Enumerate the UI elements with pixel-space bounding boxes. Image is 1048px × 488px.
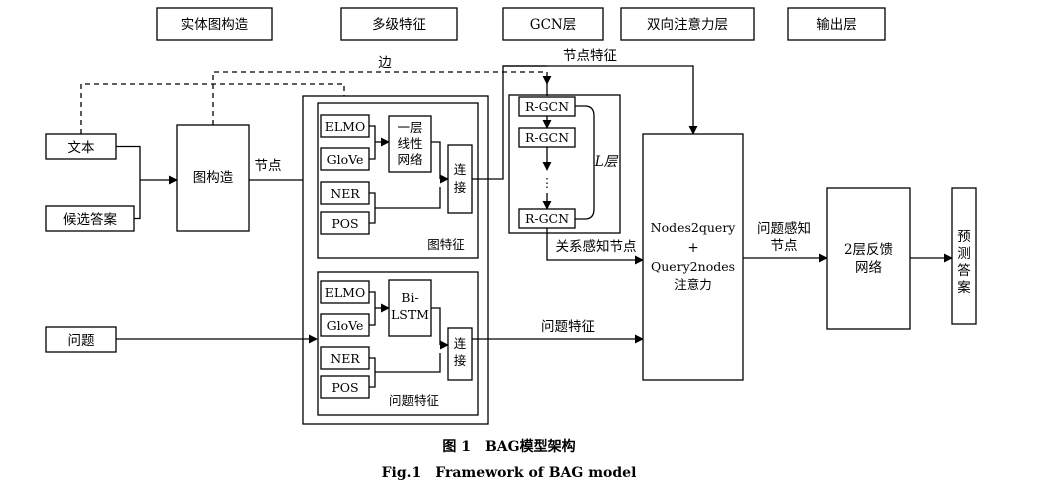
attention-line-4: 注意力 [674, 277, 712, 292]
attention-box [642, 133, 744, 381]
graph-builder-label: 图构造 [193, 170, 234, 186]
edge-label: 边 [378, 55, 392, 71]
question-concat-line-1: 连 [454, 336, 467, 351]
linear-line-1: 一层 [397, 120, 422, 135]
bilstm-to-concat-line [431, 307, 441, 345]
dashed-edge-line-b [212, 71, 552, 125]
rgcn-layer-2-label: R-GCN [525, 130, 569, 145]
caption-chinese: 图 1 BAG模型架构 [442, 438, 575, 455]
input-question-box [45, 326, 117, 353]
graph-pos-label: POS [331, 216, 358, 231]
header-box-entity-graph [156, 7, 273, 41]
graph-elmo-label: ELMO [325, 119, 365, 134]
bilstm-line-2: LSTM [391, 307, 429, 322]
rgcn-layer-1-label: R-GCN [525, 99, 569, 114]
header-box-gcn [502, 7, 604, 41]
node-features-label: 节点特征 [563, 48, 617, 64]
input-text-label: 文本 [68, 140, 95, 156]
prediction-box [951, 187, 977, 325]
header-output-layer: 输出层 [816, 17, 857, 33]
feedback-line-1: 2层反馈 [844, 242, 893, 258]
gcn-loop-bracket [575, 105, 595, 220]
merge-line-inputs [116, 145, 141, 220]
header-multilevel-features: 多级特征 [372, 16, 426, 33]
header-box-output [787, 7, 886, 41]
relation-nodes-label: 关系感知节点 [556, 238, 637, 255]
question-elmo-label: ELMO [325, 285, 365, 300]
linear-line-2: 线性 [397, 136, 422, 151]
question-ner-label: NER [330, 351, 360, 366]
header-box-multilevel [340, 7, 458, 41]
bilstm-box [388, 279, 432, 337]
question-concat-box [447, 327, 473, 381]
feedback-network-box [826, 187, 911, 330]
header-bi-attention: 双向注意力层 [647, 16, 728, 33]
graph-ner-label: NER [330, 186, 360, 201]
bilstm-line-1: Bi- [401, 290, 418, 305]
input-candidates-label: 候选答案 [63, 211, 117, 228]
graph-concat-box [447, 144, 473, 214]
prediction-char-1: 预 [957, 229, 971, 245]
question-concat-line-2: 接 [454, 353, 467, 368]
question-aware-label-2: 节点 [771, 238, 798, 254]
question-glove-label: GloVe [327, 318, 364, 333]
graph-concat-line-2: 接 [454, 180, 467, 195]
gcn-ellipsis: ⋮ [541, 175, 554, 190]
header-entity-graph: 实体图构造 [181, 17, 249, 33]
question-features-label: 问题特征 [541, 319, 595, 335]
tags-to-concat-line [375, 187, 441, 209]
input-question-label: 问题 [68, 333, 95, 349]
feedback-line-2: 网络 [855, 260, 883, 276]
prediction-char-2: 测 [957, 246, 971, 262]
input-candidates-box [45, 205, 135, 232]
gcn-layers-label: L层 [594, 154, 619, 170]
linear-to-concat-line [431, 141, 441, 179]
input-text-box [45, 133, 117, 160]
attention-line-2: + [687, 240, 698, 256]
question-pos-label: POS [331, 380, 358, 395]
graph-features-title: 图特征 [427, 237, 465, 252]
question-aware-label-1: 问题感知 [757, 220, 811, 237]
graph-concat-line-1: 连 [454, 162, 467, 177]
rgcn-layer-n-label: R-GCN [525, 211, 569, 226]
gcn-block: R-GCN R-GCN ⋮ R-GCN L层 [508, 84, 621, 234]
qtags-to-concat-line [375, 353, 441, 373]
question-features-title: 问题特征 [389, 393, 440, 408]
relation-nodes-line [546, 228, 644, 265]
header-row: 实体图构造 多级特征 GCN层 双向注意力层 输出层 [156, 7, 886, 41]
graph-features-panel: ELMO GloVe 一层 线性 网络 NER POS 连 接 图特征 [317, 102, 479, 259]
linear-line-3: 网络 [397, 152, 423, 167]
linear-network-box [388, 115, 432, 173]
header-gcn-layer: GCN层 [530, 17, 576, 33]
prediction-char-3: 答 [957, 262, 971, 279]
header-box-attention [620, 7, 755, 41]
question-features-panel: ELMO GloVe Bi- LSTM NER POS 连 接 问题特征 [317, 271, 479, 416]
attention-line-1: Nodes2query [651, 220, 737, 235]
attention-line-3: Query2nodes [651, 259, 735, 274]
node-label: 节点 [255, 158, 282, 174]
prediction-char-4: 案 [957, 279, 971, 296]
caption-english: Fig.1 Framework of BAG model [382, 465, 637, 481]
graph-glove-label: GloVe [327, 152, 364, 167]
